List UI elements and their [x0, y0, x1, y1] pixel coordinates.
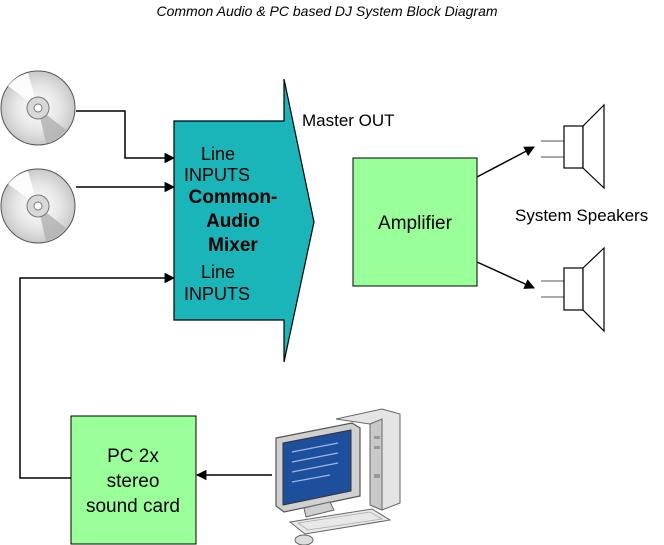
sound-card-box — [70, 415, 197, 545]
master-out-label: Master OUT — [302, 111, 395, 130]
cd-disc-icon — [0, 70, 76, 146]
loudspeaker-icon — [541, 103, 605, 190]
mixer-bottom-input-label-line2: INPUTS — [184, 284, 250, 304]
mixer-top-input-label-line2: INPUTS — [184, 165, 250, 185]
amp-to-speaker-bottom-arrow — [476, 261, 535, 289]
mixer-name-line2: Audio — [206, 211, 260, 232]
loudspeaker-icon — [541, 246, 605, 333]
mixer-name-line3: Mixer — [208, 235, 258, 256]
mixer-name-line1: Common- — [189, 187, 278, 208]
cd-disc-icon — [0, 168, 76, 244]
amp-to-speaker-top-arrow — [476, 146, 535, 178]
cd-top-connection — [76, 110, 176, 164]
soundcard-to-mixer-connection — [19, 272, 176, 479]
mixer-top-input-label-line1: Line — [201, 144, 235, 164]
amplifier-box — [352, 157, 478, 287]
sound-card-label-line3: sound card — [86, 496, 180, 517]
mixer-block — [173, 78, 315, 363]
mixer-bottom-input-label-line1: Line — [201, 262, 235, 282]
sound-card-label-line2: stereo — [107, 471, 160, 492]
diagram-title: Common Audio & PC based DJ System Block … — [156, 3, 497, 19]
amplifier-label: Amplifier — [378, 213, 453, 234]
system-speakers-label: System Speakers — [515, 206, 648, 225]
sound-card-label-line1: PC 2x — [107, 446, 159, 467]
desktop-computer-icon — [275, 408, 401, 545]
